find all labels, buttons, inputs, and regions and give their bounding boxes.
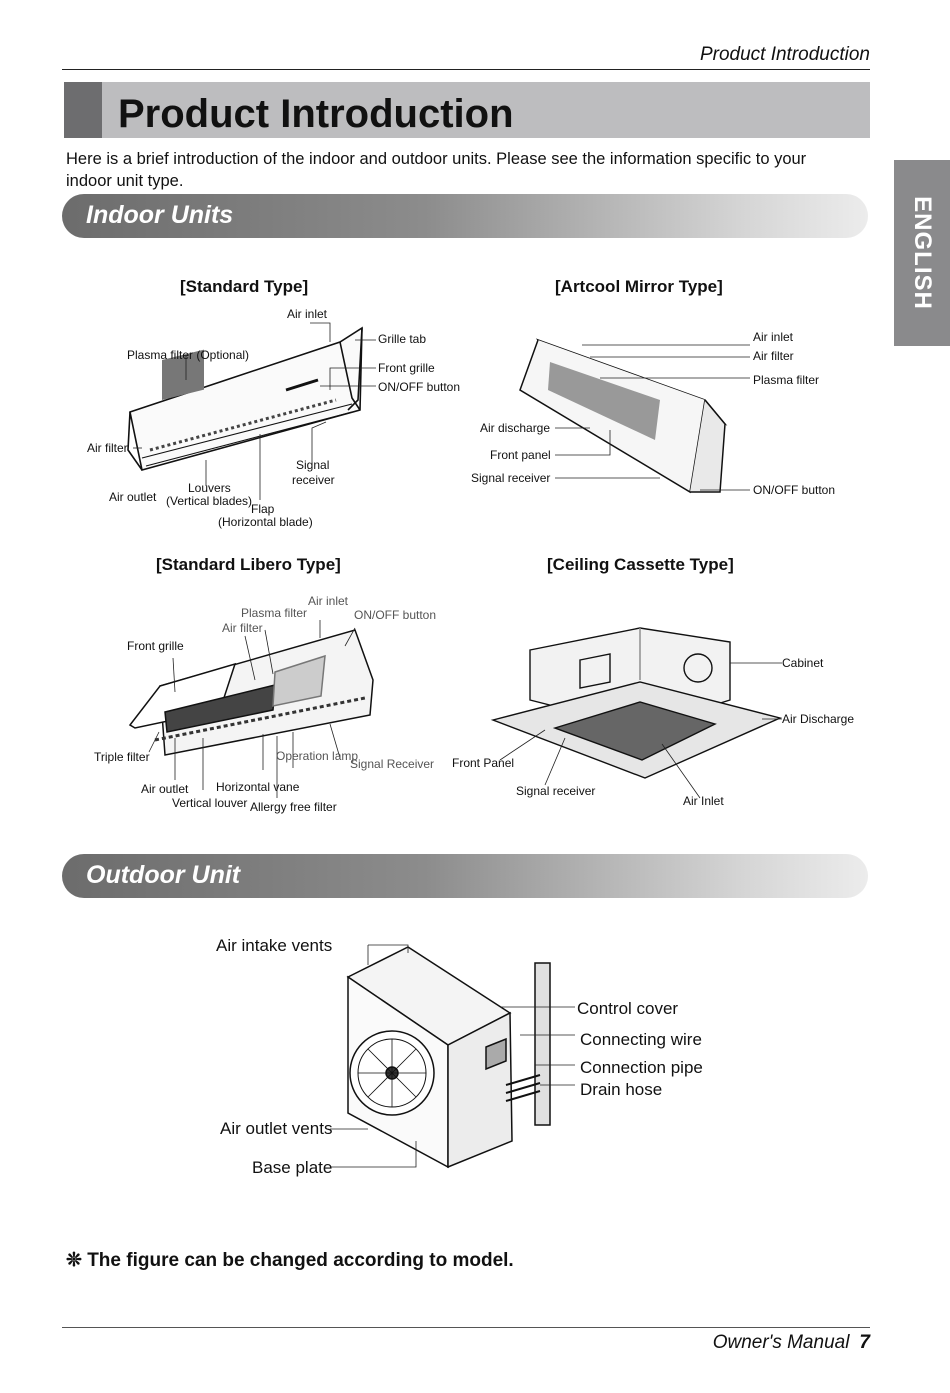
section-outdoor-title: Outdoor Unit <box>86 861 241 889</box>
artcool-air-filter-label: Air filter <box>753 349 794 363</box>
libero-operation-lamp-label: Operation lamp <box>276 749 359 763</box>
libero-onoff-label: ON/OFF button <box>354 608 437 622</box>
libero-air-inlet-label: Air inlet <box>308 594 349 608</box>
libero-horizontal-vane-label: Horizontal vane <box>216 780 300 794</box>
cassette-air-inlet-label: Air Inlet <box>683 794 724 808</box>
intro-paragraph: Here is a brief introduction of the indo… <box>66 150 807 190</box>
cassette-type-title: [Ceiling Cassette Type] <box>547 555 734 574</box>
libero-air-filter-label: Air filter <box>222 621 263 635</box>
libero-front-grille-label: Front grille <box>127 639 184 653</box>
page-footer: Owner's Manual 7 <box>713 1332 870 1354</box>
outdoor-control-cover-label: Control cover <box>577 999 679 1018</box>
artcool-type-title: [Artcool Mirror Type] <box>555 277 723 296</box>
outdoor-unit-illustration <box>330 944 575 1169</box>
title-accent <box>64 82 102 138</box>
page-title: Product Introduction <box>118 92 514 136</box>
std-flap-label-2: (Horizontal blade) <box>218 515 313 529</box>
header-rule <box>62 69 870 70</box>
footer-rule <box>62 1327 870 1328</box>
std-signal-label-1: Signal <box>296 458 330 472</box>
std-signal-label-2: receiver <box>292 473 335 487</box>
libero-plasma-filter-label: Plasma filter <box>241 606 308 620</box>
libero-unit-illustration <box>128 620 374 798</box>
model-note: ❊ The figure can be changed according to… <box>66 1250 514 1271</box>
cassette-air-discharge-label: Air Discharge <box>782 712 855 726</box>
libero-triple-filter-label: Triple filter <box>94 750 150 764</box>
cassette-cabinet-label: Cabinet <box>782 656 824 670</box>
std-air-outlet-label: Air outlet <box>109 490 157 504</box>
libero-air-outlet-label: Air outlet <box>141 782 189 796</box>
title-bar <box>64 82 870 138</box>
language-tab-label: ENGLISH <box>909 196 936 310</box>
footer-label: Owner's Manual <box>712 1332 850 1353</box>
artcool-air-discharge-label: Air discharge <box>480 421 551 435</box>
outdoor-air-outlet-label: Air outlet vents <box>220 1119 333 1138</box>
std-air-inlet-label: Air inlet <box>287 307 328 321</box>
std-louvers-label-2: (Vertical blades) <box>166 494 253 508</box>
outdoor-connection-pipe-label: Connection pipe <box>580 1058 703 1077</box>
cassette-front-panel-label: Front Panel <box>452 756 515 770</box>
cassette-unit-illustration <box>490 627 783 799</box>
running-header: Product Introduction <box>699 44 870 65</box>
standard-type-title: [Standard Type] <box>180 277 309 296</box>
artcool-unit-illustration <box>519 338 750 494</box>
std-front-grille-label: Front grille <box>378 361 435 375</box>
language-tab: ENGLISH <box>894 160 950 346</box>
outdoor-base-plate-label: Base plate <box>252 1158 333 1177</box>
section-indoor-units: Indoor Units <box>62 194 868 238</box>
std-flap-label-1: Flap <box>251 502 275 516</box>
std-onoff-label: ON/OFF button <box>378 380 461 394</box>
std-louvers-label-1: Louvers <box>188 481 231 495</box>
page-number: 7 <box>859 1332 870 1353</box>
outdoor-drain-hose-label: Drain hose <box>580 1080 663 1099</box>
artcool-air-inlet-label: Air inlet <box>753 330 794 344</box>
std-grille-tab-label: Grille tab <box>378 332 427 346</box>
outdoor-air-intake-label: Air intake vents <box>216 936 333 955</box>
outdoor-connecting-wire-label: Connecting wire <box>580 1030 702 1049</box>
artcool-front-panel-label: Front panel <box>490 448 551 462</box>
std-plasma-filter-label: Plasma filter (Optional) <box>127 348 250 362</box>
standard-unit-illustration <box>127 322 376 500</box>
artcool-onoff-label: ON/OFF button <box>753 483 836 497</box>
libero-signal-receiver-label: Signal Receiver <box>350 757 435 771</box>
libero-allergy-filter-label: Allergy free filter <box>250 800 337 814</box>
artcool-signal-receiver-label: Signal receiver <box>471 471 551 485</box>
artcool-plasma-filter-label: Plasma filter <box>753 373 820 387</box>
libero-type-title: [Standard Libero Type] <box>156 555 341 574</box>
libero-vertical-louver-label: Vertical louver <box>172 796 248 810</box>
section-indoor-title: Indoor Units <box>86 201 234 229</box>
section-outdoor-unit: Outdoor Unit <box>62 854 868 898</box>
cassette-signal-receiver-label: Signal receiver <box>516 784 596 798</box>
std-air-filter-label: Air filter <box>87 441 128 455</box>
